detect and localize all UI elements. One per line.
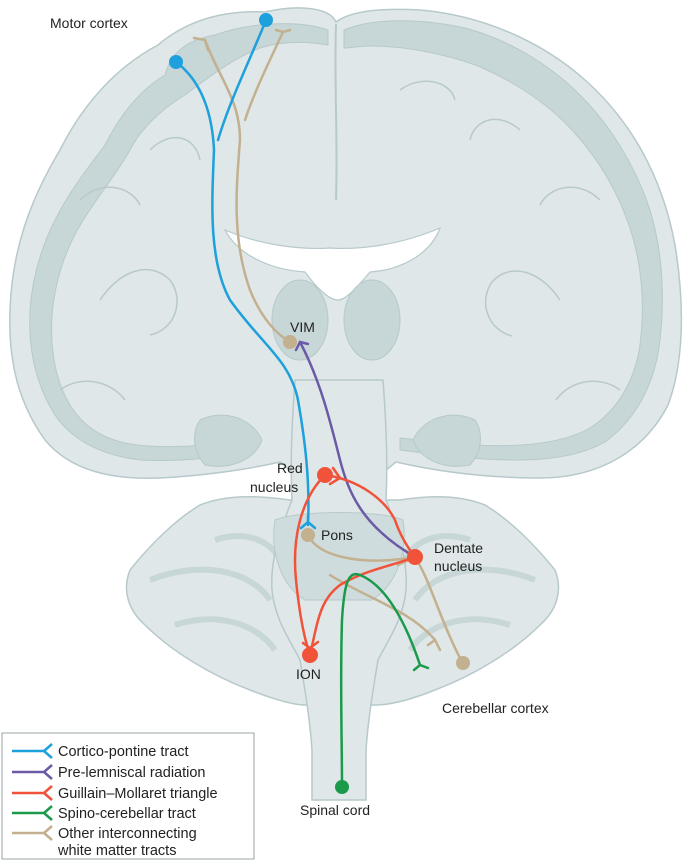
ventricles xyxy=(223,226,442,301)
legend: Cortico-pontine tract Pre-lemniscal radi… xyxy=(1,732,255,860)
dentate-nucleus-dot xyxy=(407,549,423,565)
tract-green xyxy=(339,572,422,789)
legend-item-other-tracts: Other interconnecting white matter tract… xyxy=(12,825,197,859)
label-dentate-line1: Dentate xyxy=(434,540,483,556)
tract-blue-2 xyxy=(216,18,268,142)
label-pons: Pons xyxy=(321,527,353,543)
motor-cortex-dot-2 xyxy=(259,13,273,27)
legend-label-line2: white matter tracts xyxy=(57,843,176,859)
legend-item-cortico-pontine: Cortico-pontine tract xyxy=(12,743,189,760)
cerebellar-cortex-dot xyxy=(456,656,470,670)
tract-red-ion-dentate xyxy=(308,555,417,657)
tract-blue-1 xyxy=(174,60,310,527)
legend-label: Guillain–Mollaret triangle xyxy=(58,786,218,802)
ion-dot xyxy=(302,647,318,663)
tract-purple xyxy=(298,340,417,559)
label-vim: VIM xyxy=(290,319,315,335)
legend-item-guillain-mollaret: Guillain–Mollaret triangle xyxy=(12,785,218,802)
legend-label: Pre-lemniscal radiation xyxy=(58,765,205,781)
legend-label: Spino-cerebellar tract xyxy=(58,806,196,822)
spinal-cord-dot xyxy=(335,780,349,794)
legend-label: Other interconnecting xyxy=(58,826,197,842)
label-spinal-cord: Spinal cord xyxy=(300,802,370,818)
legend-box xyxy=(1,732,255,860)
labels: Motor cortex VIM Red nucleus Pons Dentat… xyxy=(50,15,549,818)
nuclei xyxy=(169,13,470,794)
legend-item-spino-cerebellar: Spino-cerebellar tract xyxy=(12,805,196,822)
tract-red-rn-ion xyxy=(293,473,327,657)
brain-anatomy xyxy=(9,7,683,801)
tract-tan-pons-dentate xyxy=(306,533,417,562)
right-thalamus xyxy=(343,279,401,361)
legend-item-pre-lemniscal: Pre-lemniscal radiation xyxy=(12,764,205,781)
legend-label: Cortico-pontine tract xyxy=(58,744,189,760)
tract-red-rn-dentate xyxy=(323,473,417,559)
label-motor-cortex: Motor cortex xyxy=(50,15,128,31)
tract-tan-dentate-cerebellar xyxy=(413,555,464,664)
label-ion: ION xyxy=(296,666,321,682)
label-dentate-line2: nucleus xyxy=(434,558,482,574)
tract-tan-motor-vim xyxy=(203,38,292,344)
pons-dot xyxy=(301,528,315,542)
label-red-nucleus-line2: nucleus xyxy=(250,479,298,495)
tracts xyxy=(174,18,464,789)
label-red-nucleus-line1: Red xyxy=(277,460,303,476)
vim-dot xyxy=(283,335,297,349)
motor-cortex-dot-1 xyxy=(169,55,183,69)
red-nucleus-dot xyxy=(317,467,333,483)
right-cortex-gray xyxy=(343,20,663,461)
label-cerebellar-cortex: Cerebellar cortex xyxy=(442,700,549,716)
